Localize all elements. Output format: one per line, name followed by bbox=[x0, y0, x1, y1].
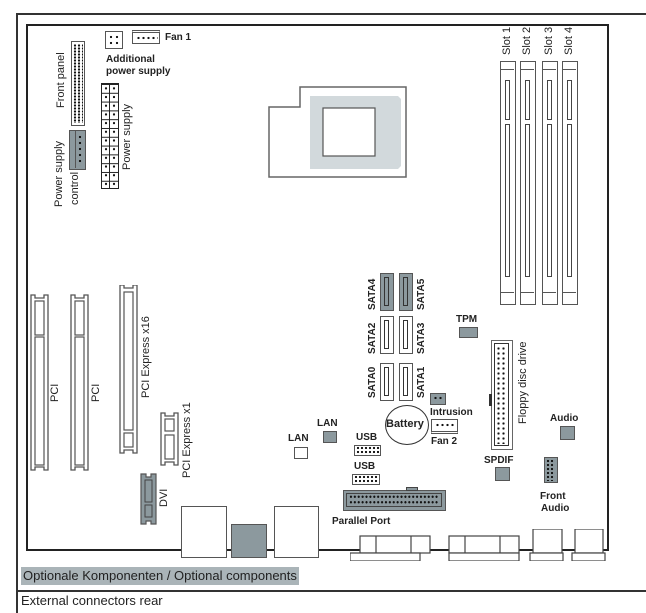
sata-label: SATA1 bbox=[416, 366, 427, 398]
dvi-connector bbox=[140, 473, 157, 525]
pci-slot bbox=[70, 294, 89, 471]
sata-label: SATA2 bbox=[367, 322, 378, 354]
spdif-connector bbox=[495, 467, 510, 481]
intrusion-connector bbox=[430, 393, 446, 405]
diagram-frame bbox=[16, 13, 646, 613]
front-audio-label-1: Front bbox=[540, 491, 566, 502]
memory-slot-label: Slot 2 bbox=[521, 26, 533, 55]
legend-external-connectors: External connectors rear bbox=[21, 593, 163, 608]
front-audio-label-2: Audio bbox=[541, 503, 570, 514]
sata-connector bbox=[399, 316, 413, 354]
memory-slot bbox=[562, 61, 578, 305]
memory-slot bbox=[520, 61, 536, 305]
spdif-label: SPDIF bbox=[484, 455, 514, 466]
memory-slot bbox=[500, 61, 516, 305]
tpm-connector bbox=[459, 327, 478, 338]
additional-power-connector bbox=[105, 31, 123, 49]
additional-power-label-2: power supply bbox=[106, 66, 171, 77]
power-supply-control-label-2: control bbox=[69, 171, 81, 205]
memory-slot bbox=[542, 61, 558, 305]
power-supply-control-label-1: Power supply bbox=[53, 140, 65, 207]
lan-label-1: LAN bbox=[288, 433, 309, 444]
usb-label-2: USB bbox=[354, 461, 376, 472]
battery bbox=[385, 405, 429, 445]
usb-label-1: USB bbox=[356, 432, 378, 443]
front-audio-connector bbox=[544, 457, 558, 483]
pcie-x16-label: PCI Express x16 bbox=[140, 316, 152, 398]
lan-connector bbox=[294, 447, 308, 459]
dvi-label: DVI bbox=[158, 488, 170, 507]
sata-connector bbox=[380, 273, 394, 311]
parallel-port-connector bbox=[343, 487, 446, 511]
sata-connector bbox=[380, 363, 394, 401]
power-supply-label: Power supply bbox=[121, 103, 133, 170]
floppy-connector bbox=[489, 340, 513, 450]
power-supply-control-connector bbox=[69, 130, 86, 170]
legend-divider bbox=[16, 590, 646, 592]
audio-connector bbox=[560, 426, 575, 440]
sata-connector bbox=[399, 363, 413, 401]
front-panel-connector bbox=[71, 41, 85, 126]
pcie-x1-slot bbox=[160, 412, 179, 466]
memory-slot-label: Slot 4 bbox=[563, 26, 575, 55]
parallel-port-label: Parallel Port bbox=[332, 516, 391, 527]
sata-label: SATA0 bbox=[367, 366, 378, 398]
front-panel-label: Front panel bbox=[55, 52, 67, 108]
lan-connector-optional bbox=[323, 431, 337, 443]
rear-connector-usb bbox=[274, 506, 319, 558]
sata-connector bbox=[380, 316, 394, 354]
rear-connector-optional bbox=[231, 524, 267, 558]
pci-slot bbox=[30, 294, 49, 471]
cpu-socket bbox=[268, 86, 407, 178]
floppy-label: Floppy disc drive bbox=[517, 341, 529, 424]
memory-slot-label: Slot 1 bbox=[501, 26, 513, 55]
intrusion-label: Intrusion bbox=[430, 407, 473, 418]
expansion-slots bbox=[30, 285, 179, 471]
pcie-x16-slot bbox=[119, 285, 138, 454]
rear-connector-ps2 bbox=[181, 506, 227, 558]
sata-label: SATA5 bbox=[416, 278, 427, 310]
fan1-connector bbox=[132, 30, 160, 44]
pcie-x1-label: PCI Express x1 bbox=[181, 402, 193, 478]
fan2-connector bbox=[431, 419, 458, 434]
memory-slot-label: Slot 3 bbox=[543, 26, 555, 55]
fan2-label: Fan 2 bbox=[431, 436, 458, 447]
usb-connector-2 bbox=[352, 474, 380, 485]
audio-label: Audio bbox=[550, 413, 579, 424]
battery-label: Battery bbox=[386, 418, 424, 430]
power-supply-connector bbox=[101, 83, 119, 189]
sata-label: SATA4 bbox=[367, 278, 378, 310]
lan-label-2: LAN bbox=[317, 418, 338, 429]
usb-connector-1 bbox=[354, 445, 381, 456]
sata-label: SATA3 bbox=[416, 322, 427, 354]
sata-connector bbox=[399, 273, 413, 311]
pci-label-2: PCI bbox=[90, 383, 102, 402]
tpm-label: TPM bbox=[456, 314, 478, 325]
pci-label-1: PCI bbox=[49, 383, 61, 402]
rear-connectors-right bbox=[350, 529, 606, 561]
legend-optional-components: Optionale Komponenten / Optional compone… bbox=[21, 567, 299, 585]
fan1-label: Fan 1 bbox=[165, 32, 192, 43]
additional-power-label-1: Additional bbox=[106, 54, 155, 65]
